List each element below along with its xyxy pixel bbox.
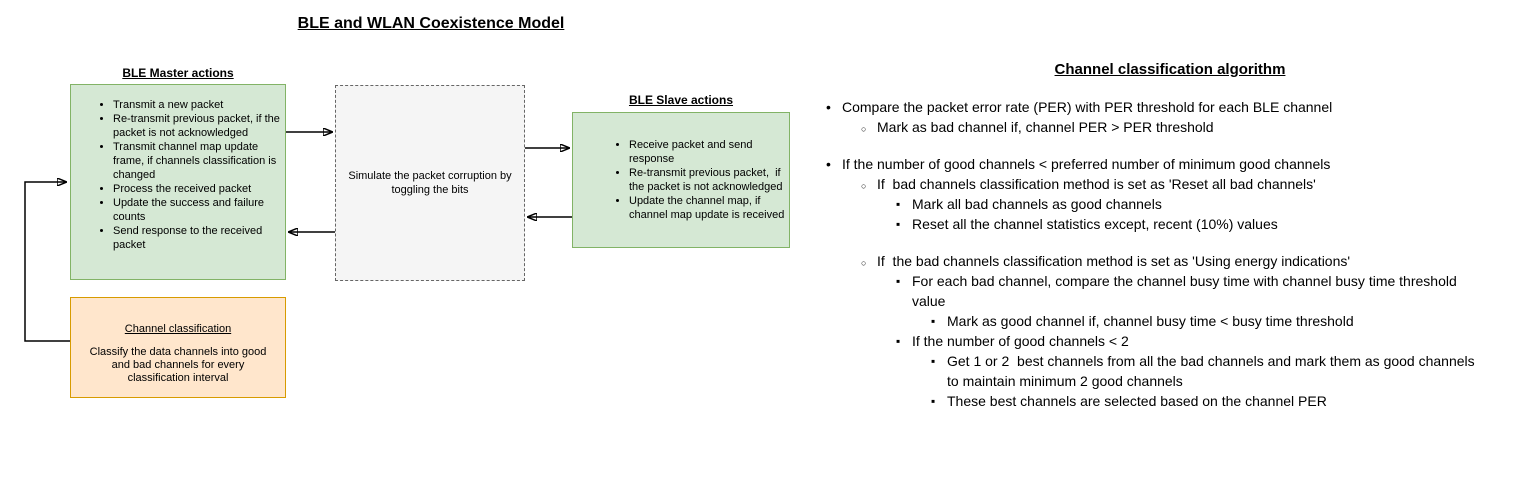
list-item: Re-transmit previous packet, if the pack… (629, 166, 789, 194)
algorithm-item: Mark as bad channel if, channel PER > PE… (820, 117, 1480, 139)
master-actions-label: BLE Master actions (122, 66, 234, 80)
arrow-classification-to-master (24, 182, 70, 342)
slave-actions-list: Receive packet and send response Re-tran… (573, 138, 789, 222)
algorithm-item: Mark as good channel if, channel busy ti… (820, 311, 1480, 331)
algorithm-list: Compare the packet error rate (PER) with… (820, 97, 1480, 411)
algorithm-item: These best channels are selected based o… (820, 391, 1480, 411)
slave-actions-box: Receive packet and send response Re-tran… (572, 112, 790, 248)
algorithm-item: Mark all bad channels as good channels (820, 194, 1480, 214)
channel-classification-box: Channel classification Classify the data… (70, 297, 286, 398)
master-actions-box: Transmit a new packet Re-transmit previo… (70, 84, 286, 280)
algorithm-item: If the number of good channels < preferr… (820, 154, 1480, 174)
list-item: Re-transmit previous packet, if the pack… (113, 112, 283, 140)
algorithm-item: If the bad channels classification metho… (820, 251, 1480, 273)
list-item: Process the received packet (113, 182, 283, 196)
algorithm-title: Channel classification algorithm (1054, 61, 1286, 78)
channel-classification-title: Channel classification (124, 323, 232, 335)
algorithm-item: Compare the packet error rate (PER) with… (820, 97, 1480, 117)
channel-classification-text: Classify the data channels into good and… (89, 346, 270, 384)
slave-actions-label: BLE Slave actions (628, 93, 734, 107)
master-actions-list: Transmit a new packet Re-transmit previo… (71, 98, 285, 252)
algorithm-item: Reset all the channel statistics except,… (820, 214, 1480, 234)
list-item: Transmit a new packet (113, 98, 283, 112)
algorithm-item: If the number of good channels < 2 (820, 331, 1480, 351)
list-item: Transmit channel map update frame, if ch… (113, 140, 283, 182)
list-item: Update the channel map, if channel map u… (629, 194, 789, 222)
algorithm-item: If bad channels classification method is… (820, 174, 1480, 196)
list-item: Receive packet and send response (629, 138, 789, 166)
algorithm-item: For each bad channel, compare the channe… (820, 271, 1480, 311)
simulator-text: Simulate the packet corruption by toggli… (348, 170, 512, 196)
main-title: BLE and WLAN Coexistence Model (297, 15, 565, 32)
list-item: Update the success and failure counts (113, 196, 283, 224)
list-item: Send response to the received packet (113, 224, 283, 252)
simulator-box: Simulate the packet corruption by toggli… (335, 85, 525, 281)
algorithm-item: Get 1 or 2 best channels from all the ba… (820, 351, 1480, 391)
